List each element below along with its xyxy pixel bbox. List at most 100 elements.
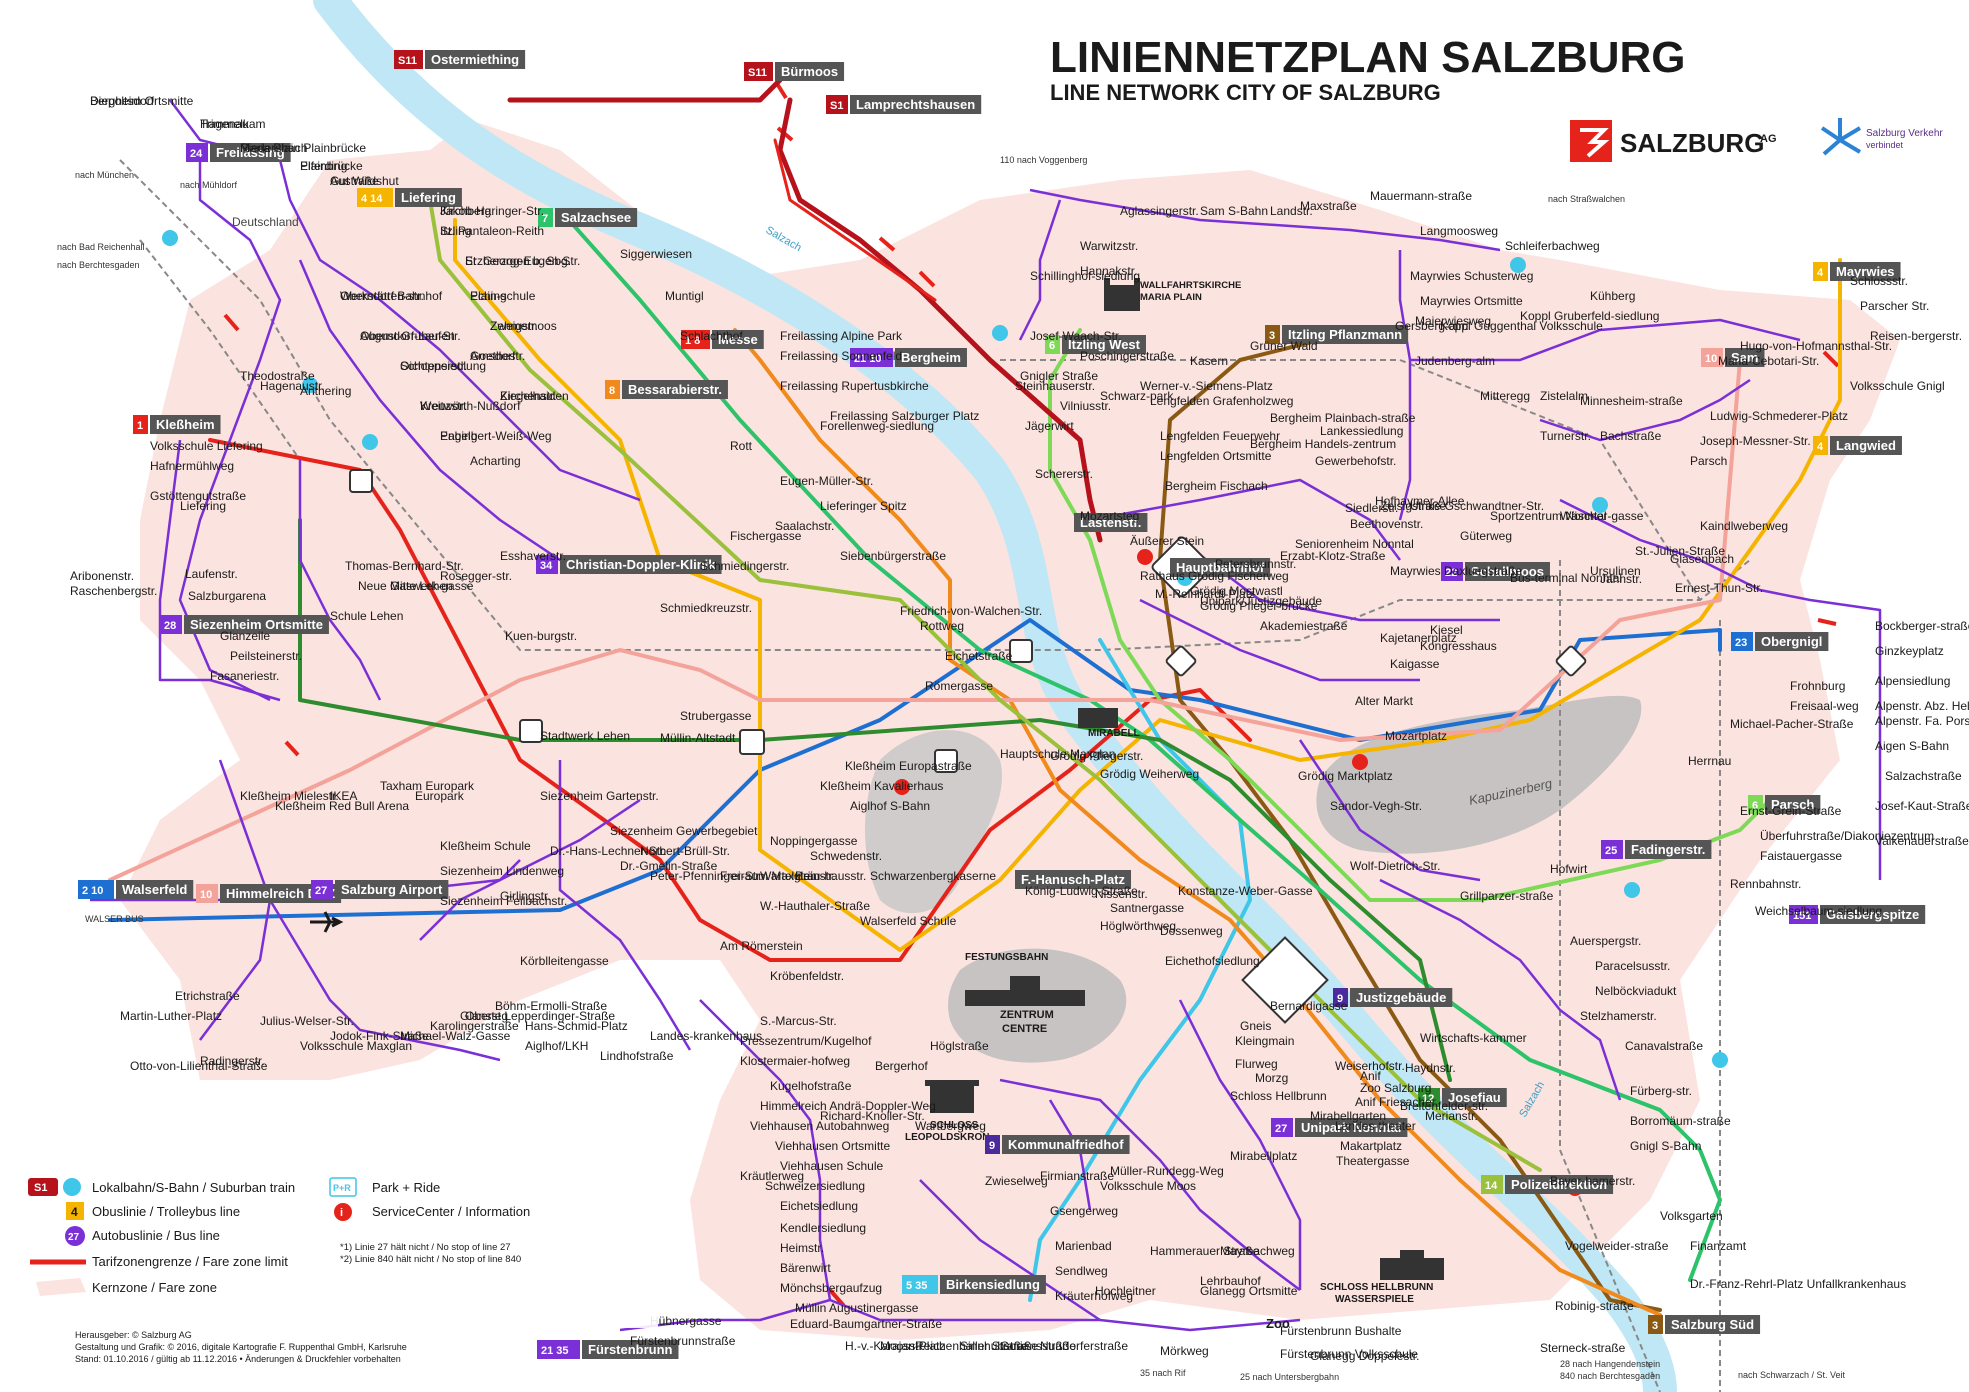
stop-label: Gut Wildshut <box>330 174 399 188</box>
stop-label: Moosstr. <box>880 1339 925 1353</box>
terminal-line-badge <box>1271 1118 1293 1137</box>
stop-label: Schlachthof <box>680 329 743 343</box>
stop-label: Gnigl S-Bahn <box>1630 1139 1701 1153</box>
mirabell-icon <box>1078 708 1118 728</box>
terminal-badge-bg <box>1295 1118 1408 1137</box>
stop-label: Freiraum Maxglan <box>720 869 817 883</box>
terminal-name: Kommunalfriedhof <box>1008 1137 1124 1152</box>
stop-label: Norbert-Brüll-Str. <box>640 844 730 858</box>
stop-label: Viehhausen Schule <box>780 1159 884 1173</box>
terminal-badge-bg <box>1282 325 1409 344</box>
terminal-name: Birkensiedlung <box>946 1277 1040 1292</box>
stop-label: Körblleitengasse <box>520 954 609 968</box>
fare-zone-area <box>120 120 1900 1340</box>
stop-label: Jägerwirt <box>1025 419 1074 433</box>
salzburg-ag-logo: SALZBURG AG <box>1570 120 1777 162</box>
terminal-badge-bg <box>395 188 462 207</box>
stop-label: Turnerstr. <box>1540 429 1591 443</box>
stop-label: Hannakstr. <box>1080 264 1137 278</box>
terminal-badge-bg <box>220 884 342 903</box>
annotation-hangendenstein-2: 840 nach Berchtesgaden <box>1560 1371 1660 1381</box>
legend-bus-badge <box>65 1226 85 1246</box>
stop-label: Volksschule Gnigl <box>1850 379 1945 393</box>
stop-label: Petersbrunnstr. <box>1215 557 1296 571</box>
stop-label: Sandor-Vegh-Str. <box>1330 799 1422 813</box>
terminal-line-number: 3 <box>1652 1320 1658 1332</box>
stop-label: Alpensiedlung <box>1875 674 1950 688</box>
terminal-name: Gaisbergspitze <box>1826 907 1919 922</box>
stop-label: Martin-Luther-Platz <box>120 1009 222 1023</box>
stop-label: Haydnstr. <box>1405 1061 1456 1075</box>
stop-label: Kiesel <box>1430 623 1463 637</box>
terminal-line-badge <box>605 380 620 399</box>
stop-label: Freilassing Sonnenfeld <box>780 349 902 363</box>
stop-label: Otto-von-Lilienthal-Straße <box>130 1059 268 1073</box>
stop-label: Dossenweg <box>1160 924 1223 938</box>
terminal-name: Bessarabierstr. <box>628 382 722 397</box>
terminal-badge-bg <box>850 95 982 114</box>
stop-label: Josef-Waach-Str. <box>1030 329 1122 343</box>
terminal-line-number: 14 <box>1485 1180 1498 1192</box>
stop-label: Strubergasse <box>680 709 752 723</box>
stop-label: Bachstraße <box>1600 429 1662 443</box>
stop-label: Trimmelkam <box>200 117 266 131</box>
stop-label: Saalachstr. <box>775 519 834 533</box>
terminal-line-number: 10 <box>1705 353 1717 365</box>
trolleybus-lines <box>108 67 1842 1317</box>
stop-label: Schererstr. <box>1035 467 1093 481</box>
stop-label: Kaigasse <box>1390 657 1440 671</box>
legend-park-ride-label: Park + Ride <box>372 1180 440 1195</box>
terminal-line-badge <box>537 1340 580 1359</box>
stop-label: Michael-Pacher-Straße <box>1730 717 1854 731</box>
brand-name: SALZBURG <box>1620 128 1764 158</box>
leopoldskron-label-1: SCHLOSS <box>930 1120 979 1131</box>
line-4-route <box>453 218 1842 952</box>
stop-label: Lindhofstraße <box>600 1049 674 1063</box>
stop-label: Morzg <box>1255 1071 1288 1085</box>
stop-label: Marienbad <box>1055 1239 1112 1253</box>
salzburg-verkehr-logo: Salzburg Verkehr verbindet <box>1820 118 1943 156</box>
legend-fare-limit-label: Tarifzonengrenze / Fare zone limit <box>92 1254 288 1269</box>
terminal-line-number: 10 <box>200 889 212 901</box>
stop-label: Rosegger-str. <box>440 569 512 583</box>
stop-label: Siggerwiesen <box>620 247 692 261</box>
stop-label: Höglwörthweg <box>1100 919 1176 933</box>
terminal-line-number: 2 10 <box>82 885 103 897</box>
terminal-badge-bg <box>1830 436 1902 455</box>
stop-label: Esshaverstr. <box>500 549 566 563</box>
stop-label: Rennbahnstr. <box>1730 877 1801 891</box>
terminal-line-number: 28 <box>164 620 176 632</box>
stop-label: Faistauergasse <box>1760 849 1842 863</box>
legend-trolleybus-label: Obuslinie / Trolleybus line <box>92 1204 240 1219</box>
stop-label: Flurweg <box>1235 1057 1278 1071</box>
line-10-route <box>108 358 1742 882</box>
stop-label: Schule Lehen <box>330 609 403 623</box>
stop-label: Vilniusstr. <box>1060 399 1111 413</box>
castle-icon <box>925 1080 979 1113</box>
stop-label: Heimstr. <box>780 1241 824 1255</box>
stop-label: Parsch <box>1690 454 1727 468</box>
legend-sbahn-badge <box>28 1178 58 1196</box>
stop-label: Alpenstr. Abz. Hellbrunn <box>1875 699 1969 713</box>
stop-label: Breitenfelder-str. <box>1400 1099 1488 1113</box>
stop-label: Noppingergasse <box>770 834 858 848</box>
terminal-badges: OstermiethingS11BürmoosS11Lamprechtshaus… <box>78 50 1926 1359</box>
stop-label: Landes-krankenhaus <box>650 1029 762 1043</box>
partner-line1: Salzburg Verkehr <box>1866 128 1943 139</box>
stop-label: Engelbert-Weiß-Weg <box>440 429 552 443</box>
stop-label: Sinnhubstraße <box>960 1339 1038 1353</box>
terminal-line-number: 9 <box>1337 993 1343 1005</box>
stop-label: Richard-Knoller-Str. <box>820 1109 925 1123</box>
stop-label: Radingerstr. <box>200 1054 265 1068</box>
stop-label: Schmiedingerstr. <box>700 559 789 573</box>
stop-label: Römergasse <box>925 679 993 693</box>
terminal-line-badge <box>78 880 114 899</box>
